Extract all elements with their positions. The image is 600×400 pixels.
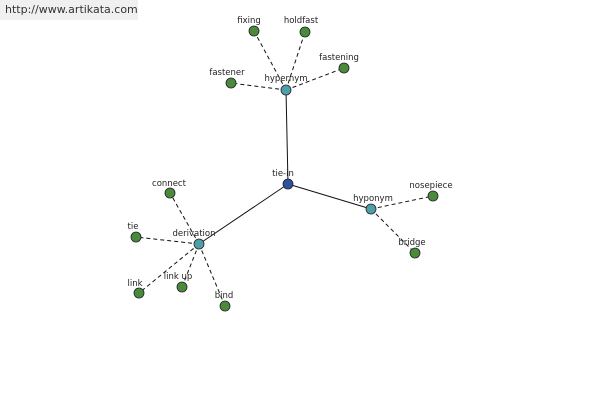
node-bridge[interactable] [409, 247, 421, 259]
label-bridge[interactable]: bridge [398, 238, 425, 248]
labels: tie-in hypernym hyponym derivation fixin… [127, 16, 452, 301]
label-nosepiece[interactable]: nosepiece [409, 181, 452, 191]
node-derivation[interactable] [193, 238, 205, 250]
edge-derivation-connect [169, 192, 200, 245]
edge-hypernym-holdfast [285, 31, 306, 91]
main-edges [198, 89, 372, 245]
label-link[interactable]: link [127, 279, 142, 289]
node-nosepiece[interactable] [427, 190, 439, 202]
node-bind[interactable] [219, 300, 231, 312]
edge-hyponym-bridge [370, 208, 416, 254]
node-tie-in[interactable] [282, 178, 294, 190]
label-fastening[interactable]: fastening [319, 53, 359, 63]
label-bind[interactable]: bind [215, 291, 234, 301]
label-connect[interactable]: connect [152, 179, 187, 189]
node-fastening[interactable] [338, 62, 350, 74]
edge-derivation-link-up [181, 243, 200, 288]
node-link-up[interactable] [176, 281, 188, 293]
label-hypernym[interactable]: hypernym [264, 74, 307, 84]
label-tie[interactable]: tie [128, 222, 139, 232]
label-derivation[interactable]: derivation [172, 229, 215, 239]
label-fastener[interactable]: fastener [209, 68, 245, 78]
node-link[interactable] [133, 287, 145, 299]
node-tie[interactable] [130, 231, 142, 243]
url-banner: http://www.artikata.com [0, 0, 138, 20]
node-hyponym[interactable] [365, 203, 377, 215]
node-connect[interactable] [164, 187, 176, 199]
label-fixing[interactable]: fixing [237, 16, 261, 26]
edge-derivation-tie [135, 236, 200, 245]
nodes [130, 25, 439, 312]
edge-tie-in-derivation [198, 183, 289, 245]
edge-derivation-bind [198, 243, 226, 307]
node-hypernym[interactable] [280, 84, 292, 96]
edge-tie-in-hypernym [285, 89, 289, 185]
edge-hyponym-nosepiece [370, 195, 434, 210]
edge-tie-in-hyponym [287, 183, 372, 210]
edge-hypernym-fastener [230, 82, 287, 91]
url-text[interactable]: http://www.artikata.com [5, 3, 138, 16]
edge-hypernym-fastening [285, 67, 345, 91]
node-fixing[interactable] [248, 25, 260, 37]
leaf-edges [135, 30, 434, 307]
edge-derivation-link [138, 243, 200, 294]
node-holdfast[interactable] [299, 26, 311, 38]
label-hyponym[interactable]: hyponym [353, 194, 393, 204]
label-holdfast[interactable]: holdfast [284, 16, 319, 26]
node-fastener[interactable] [225, 77, 237, 89]
label-tie-in[interactable]: tie-in [272, 169, 294, 179]
label-link-up[interactable]: link up [164, 272, 193, 282]
